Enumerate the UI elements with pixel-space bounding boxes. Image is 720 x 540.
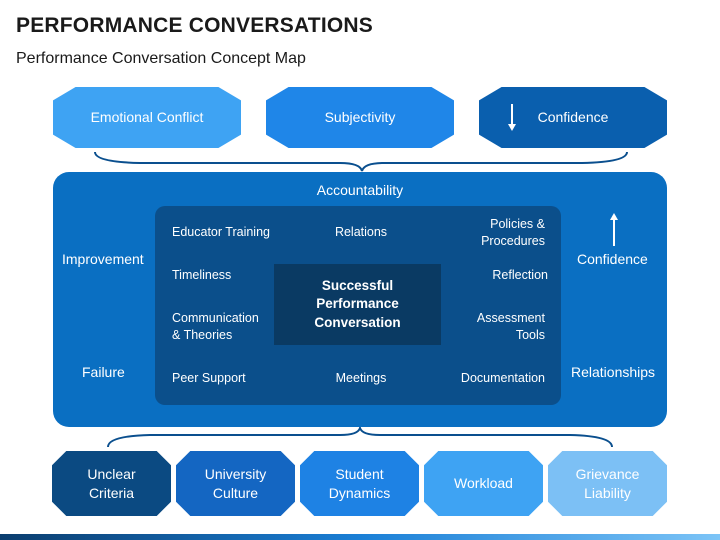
page-subtitle: Performance Conversation Concept Map — [16, 50, 306, 67]
arrow-down-icon — [507, 104, 517, 136]
inner-label-educator-training: Educator Training — [172, 225, 270, 239]
footer-bar — [0, 534, 720, 540]
inner-label-reflection: Reflection — [492, 268, 548, 282]
center-concept: Successful Performance Conversation — [274, 264, 441, 345]
outer-label-failure: Failure — [82, 364, 125, 380]
bottom-box-university-culture: University Culture — [176, 451, 295, 516]
top-box-emotional-conflict: Emotional Conflict — [53, 87, 241, 148]
page-title: PERFORMANCE CONVERSATIONS — [16, 14, 373, 37]
inner-label-peer-support: Peer Support — [172, 371, 246, 385]
bottom-box-label: Workload — [454, 475, 513, 492]
bottom-brace — [107, 424, 613, 448]
inner-label-relations: Relations — [334, 225, 388, 239]
top-box-label: Emotional Conflict — [90, 109, 204, 126]
bottom-box-label: Grievance Liability — [575, 466, 640, 501]
bottom-box-label: Unclear Criteria — [87, 466, 136, 501]
inner-label-assessment-tools: Assessment Tools — [476, 311, 545, 342]
top-box-label: Subjectivity — [324, 109, 396, 126]
center-concept-label: Successful Performance Conversation — [314, 278, 401, 330]
outer-label-confidence: Confidence — [577, 251, 648, 267]
inner-label-timeliness: Timeliness — [172, 268, 232, 282]
top-brace — [94, 151, 628, 172]
top-box-subjectivity: Subjectivity — [266, 87, 454, 148]
bottom-box-workload: Workload — [424, 451, 543, 516]
bottom-box-label: University Culture — [204, 466, 267, 501]
arrow-up-icon — [609, 213, 619, 252]
outer-label-relationships: Relationships — [571, 364, 656, 380]
bottom-box-grievance-liability: Grievance Liability — [548, 451, 667, 516]
top-box-label: Confidence — [537, 109, 609, 126]
outer-label-accountability: Accountability — [316, 182, 404, 198]
inner-label-policies: Policies & Procedures — [481, 217, 545, 248]
bottom-box-unclear-criteria: Unclear Criteria — [52, 451, 171, 516]
bottom-box-student-dynamics: Student Dynamics — [300, 451, 419, 516]
outer-label-improvement: Improvement — [62, 251, 144, 267]
top-box-confidence: Confidence — [479, 87, 667, 148]
inner-label-meetings: Meetings — [335, 371, 387, 385]
inner-label-communication: Communication & Theories — [172, 311, 259, 342]
inner-label-documentation: Documentation — [460, 371, 545, 385]
bottom-box-label: Student Dynamics — [328, 466, 391, 501]
